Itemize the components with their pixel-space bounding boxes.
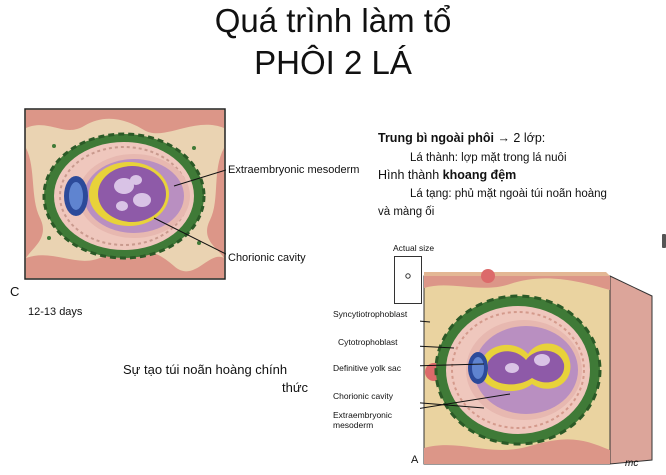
label-actual-size: Actual size [393,243,435,253]
note-line2: Hình thành khoang đệm [378,167,516,183]
label-syncytiotrophoblast: Syncytiotrophoblast [333,309,408,319]
label-definitive-yolk-sac: Definitive yolk sac [333,363,402,373]
figure-c-illustration [24,108,226,280]
label-days: 12-13 days [28,306,83,318]
actual-size-box [394,256,422,304]
label-mesoderm-a: mesoderm [333,420,374,430]
figure-a-illustration [420,269,653,465]
note-heading: Trung bì ngoài phôi → 2 lớp: [378,130,545,146]
note-line2-prefix: Hình thành [378,168,443,182]
label-cytotrophoblast: Cytotrophoblast [338,337,398,347]
note-line2-bold: khoang đệm [442,168,517,182]
note-heading-rest: → 2 lớp: [493,131,546,145]
caption-line2: thức [282,380,309,395]
label-chorionic-cavity-a: Chorionic cavity [333,391,393,401]
scroll-indicator[interactable] [662,234,666,248]
note-heading-bold: Trung bì ngoài phôi [378,131,494,145]
label-extraembryonic-a: Extraembryonic [333,410,393,420]
panel-letter-a: A [411,454,419,466]
label-chorionic-cavity: Chorionic cavity [228,252,306,264]
slide-title-line1: Quá trình làm tổ [214,2,452,39]
note-line1: Lá thành: lợp mặt trong lá nuôi [410,152,567,164]
note-line3: Lá tạng: phủ mặt ngoài túi noãn hoàng [410,188,607,200]
illustrator-signature: mc [625,458,639,469]
slide-title-line2: PHÔI 2 LÁ [254,44,412,81]
note-line4: và màng ối [378,206,435,218]
panel-letter-c: C [10,284,20,299]
caption-line1: Sự tạo túi noãn hoàng chính [123,362,288,377]
label-extraembryonic-mesoderm: Extraembryonic mesoderm [228,164,360,176]
